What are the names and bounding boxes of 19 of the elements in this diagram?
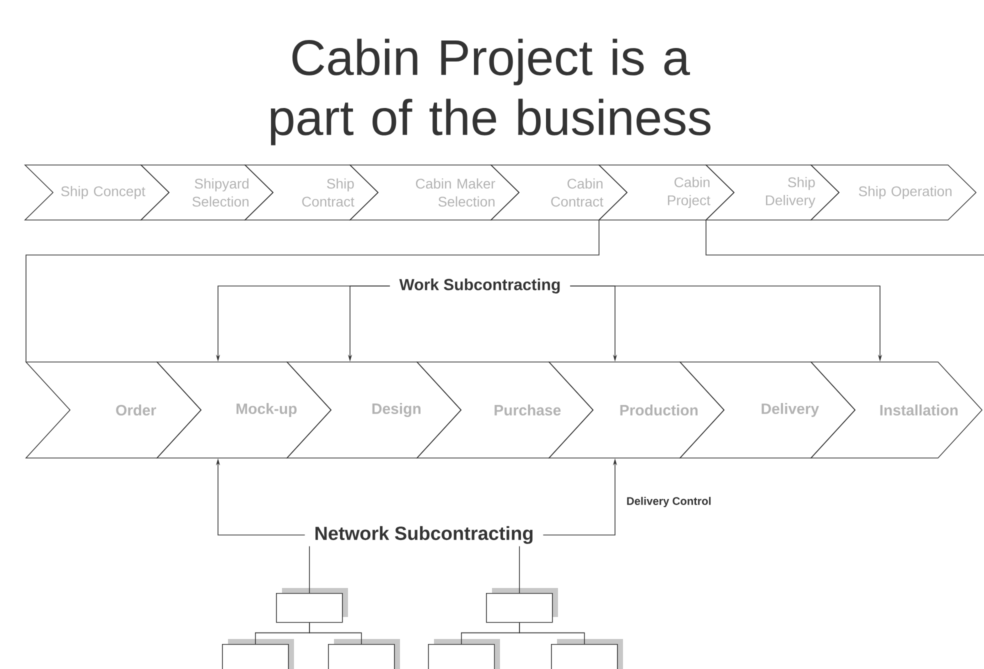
connector-line bbox=[309, 622, 362, 644]
connector-line bbox=[309, 546, 310, 594]
edge-label: Delivery Control bbox=[624, 494, 714, 510]
org-box bbox=[428, 639, 500, 669]
group-label: Work Subcontracting bbox=[399, 278, 560, 294]
group-label: Network Subcontracting bbox=[316, 526, 532, 544]
org-box bbox=[328, 639, 400, 669]
org-box bbox=[222, 639, 294, 669]
connector-line bbox=[26, 220, 600, 362]
org-box bbox=[551, 639, 623, 669]
connector-line bbox=[519, 622, 585, 644]
chevron-step: Mock-up bbox=[156, 362, 332, 458]
connector-line bbox=[706, 220, 984, 256]
connector-line bbox=[519, 546, 520, 594]
chevron-step: Ship Concept bbox=[24, 164, 170, 220]
org-box bbox=[276, 588, 348, 623]
org-box bbox=[486, 588, 558, 623]
title: Cabin Project is a part of the business bbox=[270, 38, 710, 146]
chevron-step: Order bbox=[25, 362, 202, 458]
